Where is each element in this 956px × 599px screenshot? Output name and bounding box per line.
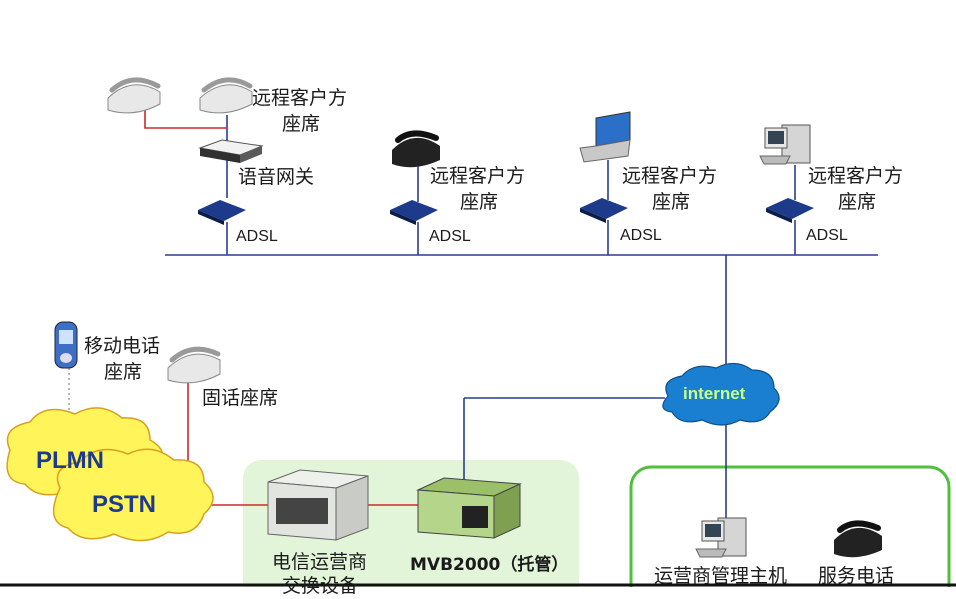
remote-agent-label: 远程客户方 [808, 165, 904, 187]
remote-agent-label-l2: 座席 [282, 113, 321, 135]
desk-phone-icon [167, 346, 221, 384]
remote-agent-label: 远程客户方 [252, 87, 348, 109]
service-phone-label: 服务电话 [818, 565, 895, 587]
desk-phone-icon [199, 77, 253, 114]
voice-gateway-icon [198, 139, 264, 163]
switch-cabinet-icon [267, 469, 369, 541]
laptop-icon [579, 111, 631, 163]
adsl-label: ADSL [806, 227, 848, 244]
adsl-label: ADSL [620, 227, 662, 244]
network-diagram [0, 77, 956, 587]
plmn-label: PLMN [36, 447, 104, 474]
internet-label: internet [683, 384, 746, 403]
adsl-label: ADSL [429, 228, 471, 245]
adsl-modem-icon [580, 198, 628, 223]
black-phone-icon [392, 130, 440, 168]
mobile-phone-label-l2: 座席 [104, 361, 143, 383]
desktop-pc-icon [759, 124, 811, 165]
desktop-pc-icon [695, 517, 747, 558]
network-lines [165, 115, 878, 520]
fixed-phone-label: 固话座席 [202, 387, 279, 409]
pstn-label: PSTN [92, 491, 157, 518]
mobile-phone-label: 移动电话 [84, 335, 161, 357]
internet-cloud [662, 362, 780, 426]
adsl-modem-icon [390, 200, 438, 225]
black-phone-icon [834, 520, 882, 558]
operator-zone [629, 465, 951, 587]
remote-agent-label-l2: 座席 [652, 191, 691, 213]
desk-phone-icon [107, 77, 161, 114]
remote-agent-label: 远程客户方 [622, 165, 718, 187]
voice-gateway-label: 语音网关 [238, 166, 315, 188]
remote-agent-label-l2: 座席 [460, 191, 499, 213]
carrier-device-label: 电信运营商 [272, 551, 368, 573]
remote-agent-label-l2: 座席 [838, 191, 877, 213]
operator-host-label: 运营商管理主机 [654, 565, 788, 587]
pstn-cloud [52, 448, 214, 542]
mvb2000-label: MVB2000（托管） [410, 555, 569, 575]
adsl-label: ADSL [236, 228, 278, 245]
remote-agent-label: 远程客户方 [430, 165, 526, 187]
mobile-phone-icon [54, 321, 78, 369]
adsl-modem-icon [198, 200, 246, 225]
adsl-modem-icon [766, 198, 814, 223]
mvb2000-server-icon [416, 477, 522, 539]
